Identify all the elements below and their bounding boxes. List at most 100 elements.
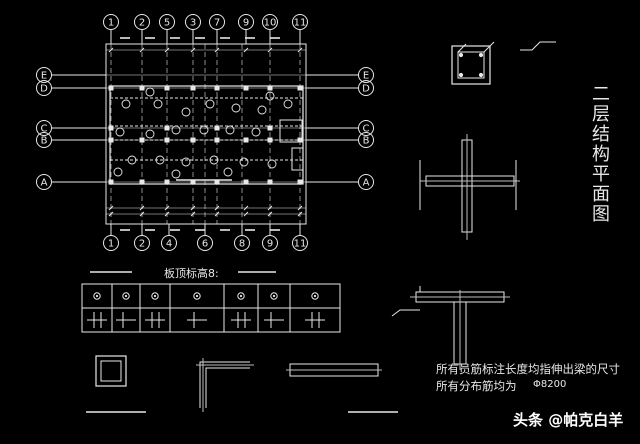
column	[243, 137, 249, 143]
cell-symbol	[237, 292, 245, 300]
axis-label: 7	[214, 18, 220, 29]
column	[267, 179, 273, 185]
axis-bubble: E	[36, 67, 52, 83]
slab-marker	[231, 103, 241, 113]
dimension-tick	[164, 205, 170, 211]
column	[297, 137, 303, 143]
axis-label: 9	[267, 239, 273, 250]
column	[267, 125, 273, 131]
axis-bubble: 11	[292, 14, 308, 30]
column	[214, 85, 220, 91]
stair-box	[279, 119, 303, 143]
dimension-tick	[190, 47, 196, 53]
slab-marker	[121, 99, 131, 109]
drawing-title: 二层结构平面图	[589, 84, 610, 224]
column	[190, 137, 196, 143]
axis-circle	[103, 235, 119, 251]
column	[108, 137, 114, 143]
slab-marker	[113, 167, 123, 177]
column-outline	[451, 45, 491, 85]
axis-bubble: 2	[134, 14, 150, 30]
axis-bubble: 10	[262, 14, 278, 30]
plan-outline	[105, 43, 307, 225]
axis-bubble: D	[358, 80, 374, 96]
cell-symbol	[122, 292, 130, 300]
axis-bubble: 4	[161, 235, 177, 251]
dimension-tick	[108, 47, 114, 53]
axis-label: 9	[243, 18, 249, 29]
axis-circle	[262, 14, 278, 30]
leader-line	[457, 43, 467, 53]
slab-marker	[205, 99, 215, 109]
axis-circle	[36, 67, 52, 83]
slab-marker	[239, 157, 249, 167]
leader-line	[483, 41, 495, 53]
axis-circle	[358, 174, 374, 190]
axis-circle	[262, 235, 278, 251]
slab-marker	[223, 167, 233, 177]
axis-circle	[358, 120, 374, 136]
axis-label: C	[363, 124, 370, 135]
beam-cross-detail	[419, 134, 520, 240]
column	[214, 125, 220, 131]
cut-mark	[391, 309, 420, 317]
slab-marker	[171, 169, 181, 179]
t-beam-detail	[391, 286, 510, 370]
cell-symbol-dot	[124, 294, 128, 298]
rebar-note-value: Φ8200	[533, 379, 567, 390]
cell-symbol-dot	[239, 294, 243, 298]
axis-bubble: B	[358, 132, 374, 148]
axis-bubble: 7	[209, 14, 225, 30]
dimension-tick	[164, 47, 170, 53]
axis-label: 11	[294, 239, 307, 250]
dimension-tick	[243, 211, 249, 217]
axis-circle	[209, 14, 225, 30]
slab-marker	[209, 155, 219, 165]
cell-symbol	[151, 292, 159, 300]
axis-circle	[234, 235, 250, 251]
small-column-stirrup	[100, 360, 122, 382]
axis-label: D	[362, 84, 370, 95]
axis-circle	[185, 14, 201, 30]
axis-bubble: E	[358, 67, 374, 83]
rebar-note-2: 所有分布筋均为	[436, 379, 517, 393]
rebar-dot	[478, 52, 484, 58]
dimension-tick	[243, 205, 249, 211]
axis-label: B	[41, 136, 48, 147]
slab-marker	[251, 127, 261, 137]
axis-bubble: C	[358, 120, 374, 136]
slab-schedule-table	[81, 271, 341, 333]
section-mark	[520, 41, 556, 51]
column	[297, 179, 303, 185]
column	[243, 179, 249, 185]
small-column-section	[95, 355, 127, 387]
axis-circle	[238, 14, 254, 30]
axis-circle	[159, 14, 175, 30]
axis-label: 11	[294, 18, 307, 29]
column	[190, 179, 196, 185]
axis-bubble: A	[36, 174, 52, 190]
dimension-tick	[108, 205, 114, 211]
slab-marker	[267, 159, 277, 169]
axis-label: 2	[139, 18, 145, 29]
rebar-dot	[458, 72, 464, 78]
axis-bubble: 9	[262, 235, 278, 251]
axis-label: 4	[166, 239, 172, 250]
cell-symbol	[193, 292, 201, 300]
dimension-tick	[267, 47, 273, 53]
axis-label: E	[41, 71, 47, 82]
slab-marker	[199, 125, 209, 135]
slab-marker	[127, 155, 137, 165]
dimension-tick	[139, 47, 145, 53]
dimension-tick	[297, 211, 303, 217]
table-cells	[81, 284, 341, 332]
axis-circle	[292, 14, 308, 30]
axis-bubble: 1	[103, 235, 119, 251]
slab-marker	[145, 129, 155, 139]
column	[108, 125, 114, 131]
column	[139, 137, 145, 143]
axis-circle	[36, 80, 52, 96]
